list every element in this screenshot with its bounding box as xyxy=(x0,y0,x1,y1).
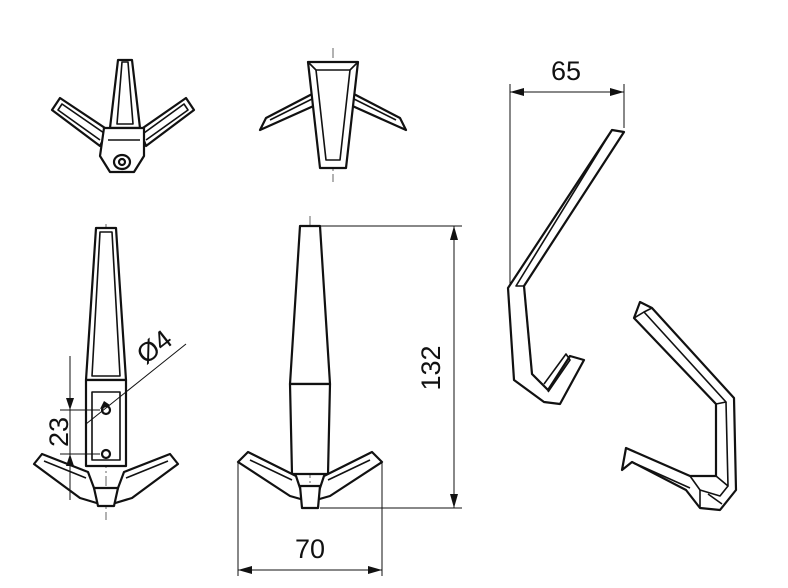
view-side xyxy=(506,84,626,406)
dim-hole-spacing: 23 xyxy=(44,417,74,447)
dim-depth: 65 xyxy=(551,56,581,86)
view-isometric-top xyxy=(50,58,196,174)
dim-hole-diameter: Ø4 xyxy=(131,324,178,370)
dim-height: 132 xyxy=(416,345,446,390)
view-front xyxy=(236,216,462,576)
view-perspective-side xyxy=(620,300,738,512)
view-isometric-front xyxy=(258,48,408,182)
view-rear xyxy=(32,224,187,520)
dim-width: 70 xyxy=(295,534,325,564)
